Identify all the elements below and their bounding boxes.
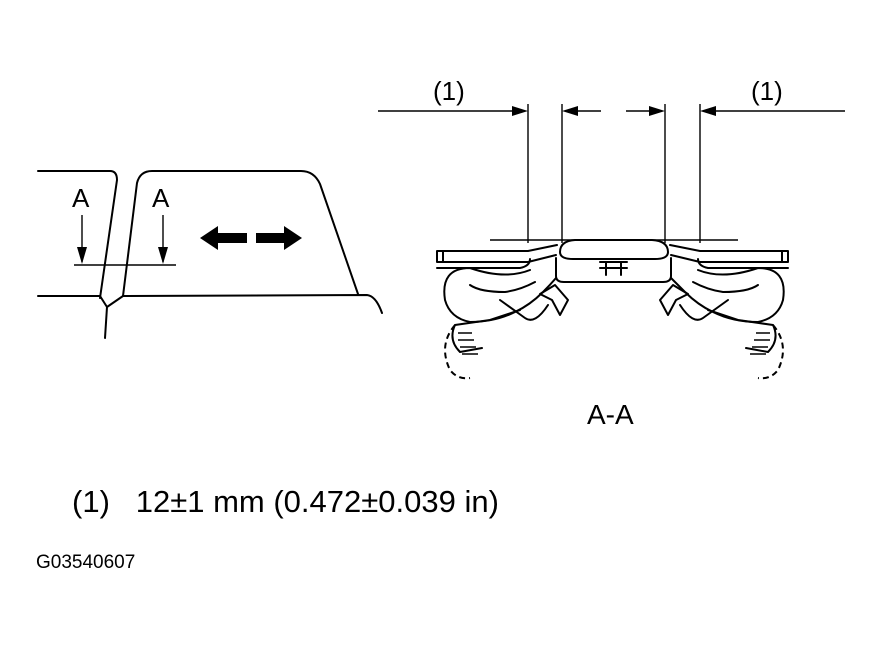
left-roof-panel (436, 244, 558, 263)
dimension-label-left: (1) (433, 76, 465, 106)
extension-lines-left (527, 104, 563, 243)
left-view: A A (37, 170, 383, 339)
right-roof-panel (669, 244, 789, 263)
arrowhead-icon (158, 247, 168, 264)
figure-code: G03540607 (36, 552, 136, 573)
arrowhead-icon (649, 106, 665, 116)
section-label: A-A (587, 399, 634, 430)
right-lower-flange (707, 309, 777, 353)
left-weatherstrip-inner (469, 281, 549, 321)
right-glass-edge (697, 258, 789, 269)
arrowhead-icon (700, 106, 716, 116)
right-weatherstrip-inner (679, 281, 759, 321)
left-glass-edge (436, 258, 531, 269)
dimension-label-right: (1) (751, 76, 783, 106)
right-retainer (659, 284, 689, 316)
right-panel-outline (122, 170, 359, 297)
left-panel-outline (37, 170, 118, 299)
section-marker-a-right: A (152, 183, 170, 213)
joint-lines (99, 295, 124, 339)
right-hatch (750, 332, 770, 355)
left-seal-dashed (444, 324, 471, 380)
section-marker-a-left: A (72, 183, 90, 213)
left-lower-flange (451, 309, 521, 353)
arrowhead-icon (562, 106, 578, 116)
center-molding (559, 239, 669, 260)
arrowhead-icon (77, 247, 87, 264)
arrowhead-icon (512, 106, 528, 116)
extension-lines-right (664, 104, 701, 243)
left-retainer (539, 284, 569, 316)
legend-item-text: 12±1 mm (0.472±0.039 in) (135, 484, 499, 519)
section-view: (1) (1) (378, 76, 845, 430)
clip-stem (599, 261, 628, 276)
legend-item-number: (1) (72, 484, 110, 519)
left-weatherstrip (443, 267, 557, 323)
base-line (37, 294, 383, 314)
right-seal-dashed (757, 324, 784, 380)
legend: (1) 12±1 mm (0.472±0.039 in) (72, 484, 499, 520)
slide-direction-arrow-icon (200, 226, 302, 250)
left-hatch (458, 332, 478, 355)
